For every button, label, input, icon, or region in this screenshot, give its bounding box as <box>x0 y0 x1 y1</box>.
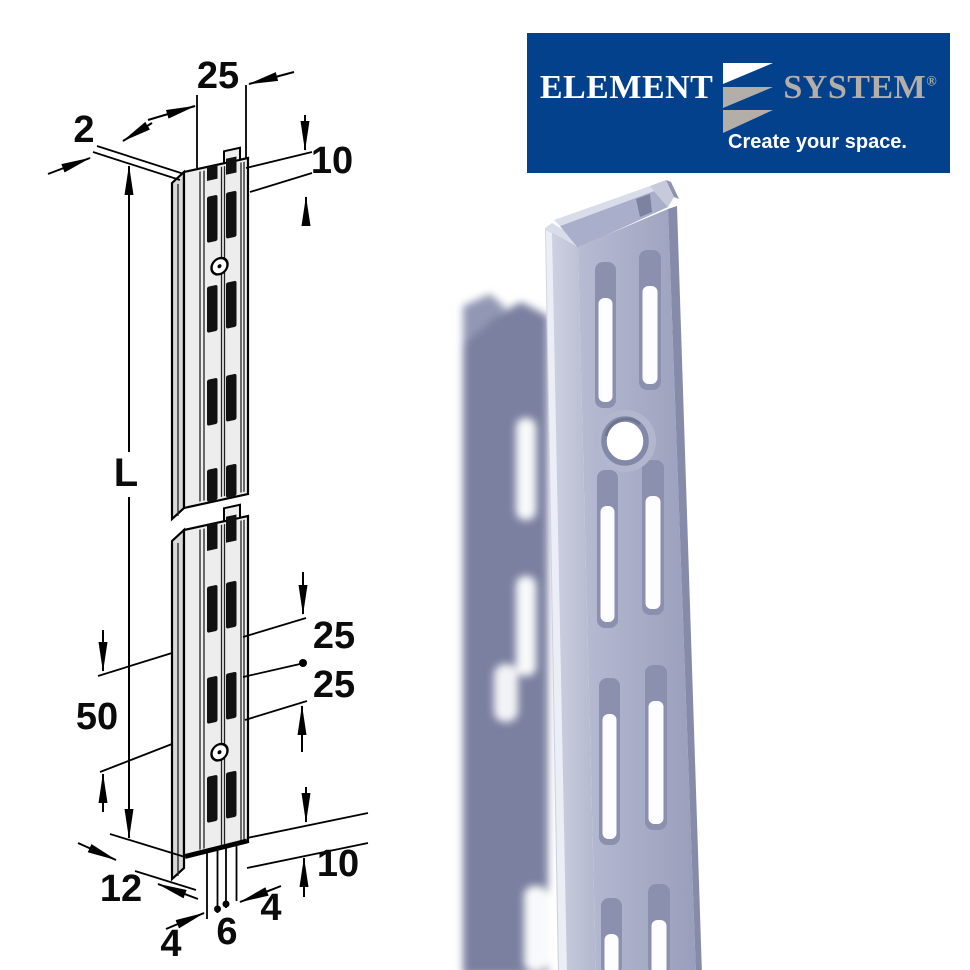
dim-label-slot-a: 4 <box>160 923 181 965</box>
registered-mark: ® <box>926 74 938 90</box>
dim-bottom-offset: 10 <box>246 787 369 897</box>
screw-hole <box>594 410 656 472</box>
dim-label-top-offset: 10 <box>311 140 353 182</box>
dim-label-slot-gap: 6 <box>216 911 237 953</box>
brand-system-text: SYSTEM® <box>783 71 937 105</box>
dim-label-material-thickness: 2 <box>73 109 94 151</box>
dim-slot-pitch: 25 25 <box>242 572 355 752</box>
brand-system-word: SYSTEM <box>783 69 927 106</box>
rail-upper-segment <box>170 146 250 522</box>
dim-label-total-length: L <box>114 451 138 495</box>
background-rail-slot <box>524 886 548 970</box>
dim-total-length: L <box>114 165 138 839</box>
brand-wordmark: ELEMENT SYSTEM® <box>527 63 950 133</box>
rail-slot-column-right <box>639 250 670 970</box>
dim-label-group-pitch: 50 <box>76 696 118 738</box>
background-rail <box>463 294 548 970</box>
background-rail-slot <box>516 418 536 520</box>
background-rail-slot <box>494 664 518 722</box>
dim-material-thickness: 2 <box>47 109 185 181</box>
dim-label-slot-b: 4 <box>260 887 281 929</box>
dim-profile-width: 25 <box>147 55 295 168</box>
brand-logo: ELEMENT SYSTEM® Create your space. <box>527 33 950 173</box>
brand-element-text: ELEMENT <box>539 69 714 106</box>
dim-depth: 12 <box>77 833 199 910</box>
rail-slot-column-left <box>595 262 622 970</box>
dim-top-offset: 10 <box>245 115 353 226</box>
foreground-rail <box>545 180 702 970</box>
rail-lower-segment <box>170 503 250 882</box>
brand-e-icon <box>723 63 774 133</box>
dim-group-pitch: 50 <box>76 630 173 812</box>
dim-label-pitch-a: 25 <box>313 615 355 657</box>
background-rail-slot <box>516 576 536 676</box>
dim-label-profile-width: 25 <box>197 55 239 97</box>
dim-label-pitch-b: 25 <box>313 664 355 706</box>
rail-right-edge <box>668 206 702 970</box>
dim-label-depth: 12 <box>100 868 142 910</box>
brand-tagline: Create your space. <box>728 131 907 153</box>
dim-slot-widths: 4 6 4 <box>160 844 282 965</box>
dim-label-bottom-offset: 10 <box>317 843 359 885</box>
